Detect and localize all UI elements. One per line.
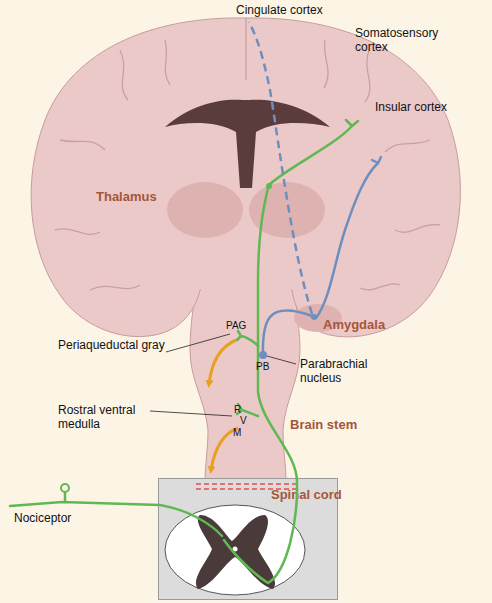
abbreviation-label: PAG: [226, 320, 256, 331]
ventricles: [165, 100, 330, 188]
region-label: Insular cortex: [375, 100, 475, 114]
callout-label: Periaqueductal gray: [58, 338, 168, 352]
central-canal: [233, 547, 238, 552]
cingulate-pathway: [249, 22, 312, 314]
thalamus-synapse: [266, 183, 272, 189]
parabrachial-nucleus: [259, 351, 267, 359]
leader-lines: [150, 334, 296, 416]
stem-join: [201, 280, 291, 294]
structure-label: Amygdala: [323, 318, 413, 332]
cord-white-matter: [165, 505, 305, 595]
cord-gray-matter: [196, 515, 275, 589]
callout-label: Rostral ventral medulla: [58, 403, 153, 431]
structure-label: Brain stem: [290, 418, 380, 432]
neuron-label: Nociceptor: [14, 511, 114, 525]
abbreviation-letter: R: [234, 404, 248, 415]
region-label: Cingulate cortex: [236, 3, 366, 17]
amygdala-synapse: [311, 314, 317, 320]
abbreviation-label: PB: [256, 361, 286, 372]
descending-modulation: [209, 340, 238, 470]
sulci: [55, 18, 440, 290]
ascending-pathway: [10, 120, 358, 583]
node-title: Spinal cord: [271, 487, 342, 502]
region-label: Somatosensory cortex: [355, 26, 450, 54]
thalamus-region: [167, 182, 243, 238]
spinal-cord-box: Spinal cord: [158, 478, 338, 600]
nociceptor-cell-body: [61, 484, 69, 492]
callout-label: Parabrachial nucleus: [300, 357, 390, 385]
thalamus-region: [249, 182, 325, 238]
cerebrum: [31, 18, 460, 337]
abbreviation-letter: V: [240, 415, 254, 426]
brain-stem: [190, 262, 300, 482]
descending-block: [196, 484, 298, 489]
structure-label: Thalamus: [96, 190, 186, 204]
abbreviation-letter: M: [233, 427, 247, 438]
